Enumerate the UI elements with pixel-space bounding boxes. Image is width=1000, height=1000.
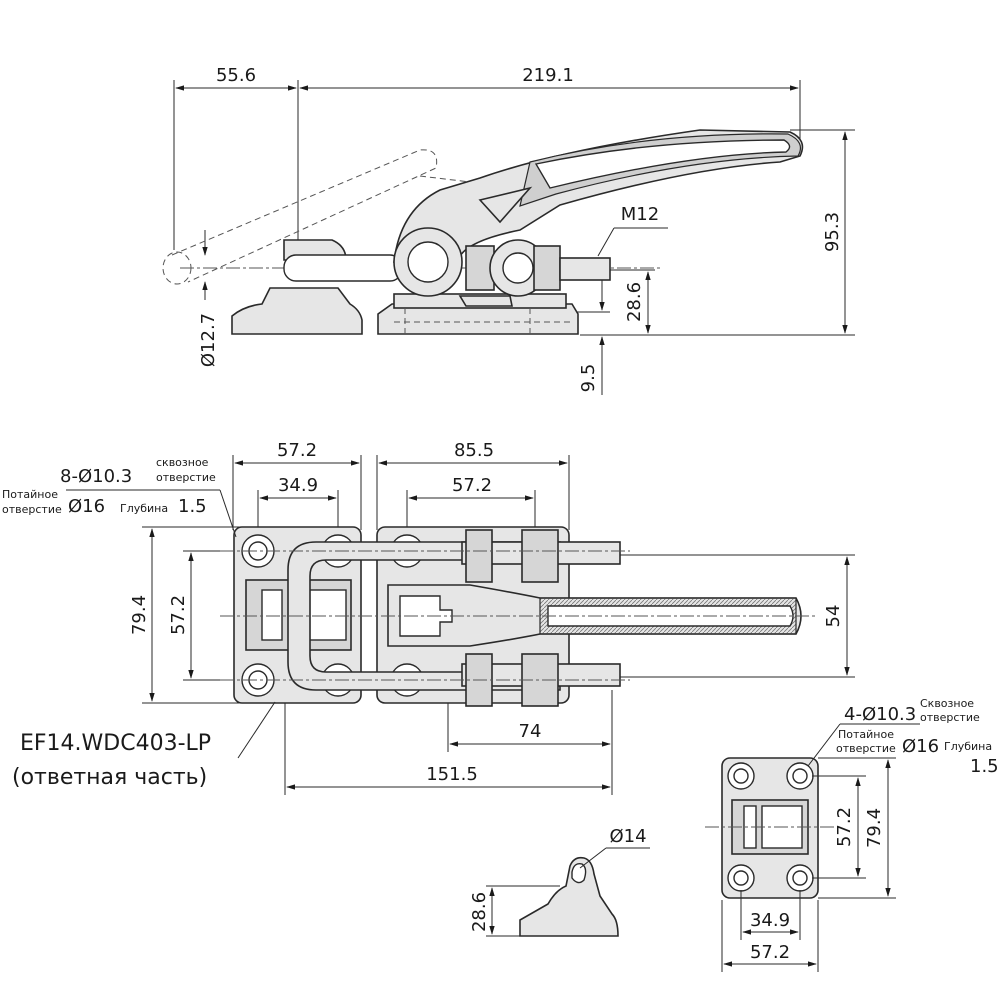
countersink-line2: отверстие <box>2 503 62 516</box>
dim-54: 54 <box>823 605 844 628</box>
depth-label: Глубина <box>120 502 168 515</box>
cp-dim-57-2-height: 57.2 <box>834 807 855 847</box>
depth-value: 1.5 <box>178 496 207 517</box>
dim-95-3: 95.3 <box>822 212 843 252</box>
plan-view: 57.2 34.9 85.5 57.2 79.4 57.2 54 74 <box>2 440 855 795</box>
through-hole-line2: отверстие <box>156 471 216 484</box>
cp-through-line1: Сквозное <box>920 697 974 710</box>
countersink-line1: Потайное <box>2 488 58 501</box>
cp-dim-79-4: 79.4 <box>864 808 885 848</box>
dim-9-5: 9.5 <box>578 364 599 393</box>
dim-219-1: 219.1 <box>522 65 574 86</box>
dim-151-5: 151.5 <box>426 764 478 785</box>
dim-74: 74 <box>519 721 542 742</box>
cp-depth-label: Глубина <box>944 740 992 753</box>
cp-countersink-diameter: Ø16 <box>902 736 939 757</box>
hook-dim-diameter: Ø14 <box>609 826 646 847</box>
dim-55-6: 55.6 <box>216 65 256 86</box>
part-caption: (ответная часть) <box>12 765 207 790</box>
side-view: 55.6 219.1 95.3 28.6 9.5 M12 Ø12.7 <box>162 65 855 395</box>
cp-through-line2: отверстие <box>920 711 980 724</box>
dim-34-9: 34.9 <box>278 475 318 496</box>
countersink-diameter: Ø16 <box>68 496 105 517</box>
cp-dim-57-2-width: 57.2 <box>750 942 790 963</box>
dim-57-2-body: 57.2 <box>452 475 492 496</box>
dim-57-2-base: 57.2 <box>277 440 317 461</box>
cp-depth-value: 1.5 <box>970 756 999 777</box>
hook-dim-height: 28.6 <box>469 892 490 932</box>
dim-79-4: 79.4 <box>129 595 150 635</box>
counterpart-view: 4-Ø10.3 Сквозное отверстие Потайное отве… <box>705 697 999 972</box>
dim-57-2-holes: 57.2 <box>168 595 189 635</box>
hook-view: 28.6 Ø14 <box>469 826 650 937</box>
cp-countersink-line2: отверстие <box>836 742 896 755</box>
thread-m12: M12 <box>621 204 659 225</box>
cp-countersink-line1: Потайное <box>838 728 894 741</box>
through-hole-line1: сквозное <box>156 456 209 469</box>
holes-note: 8-Ø10.3 <box>60 466 132 487</box>
dim-28-6: 28.6 <box>624 282 645 322</box>
dim-85-5: 85.5 <box>454 440 494 461</box>
cp-holes-note: 4-Ø10.3 <box>844 704 916 725</box>
cp-dim-34-9: 34.9 <box>750 910 790 931</box>
dim-diameter-12-7: Ø12.7 <box>198 313 219 367</box>
part-code: EF14.WDC403-LP <box>20 731 211 756</box>
